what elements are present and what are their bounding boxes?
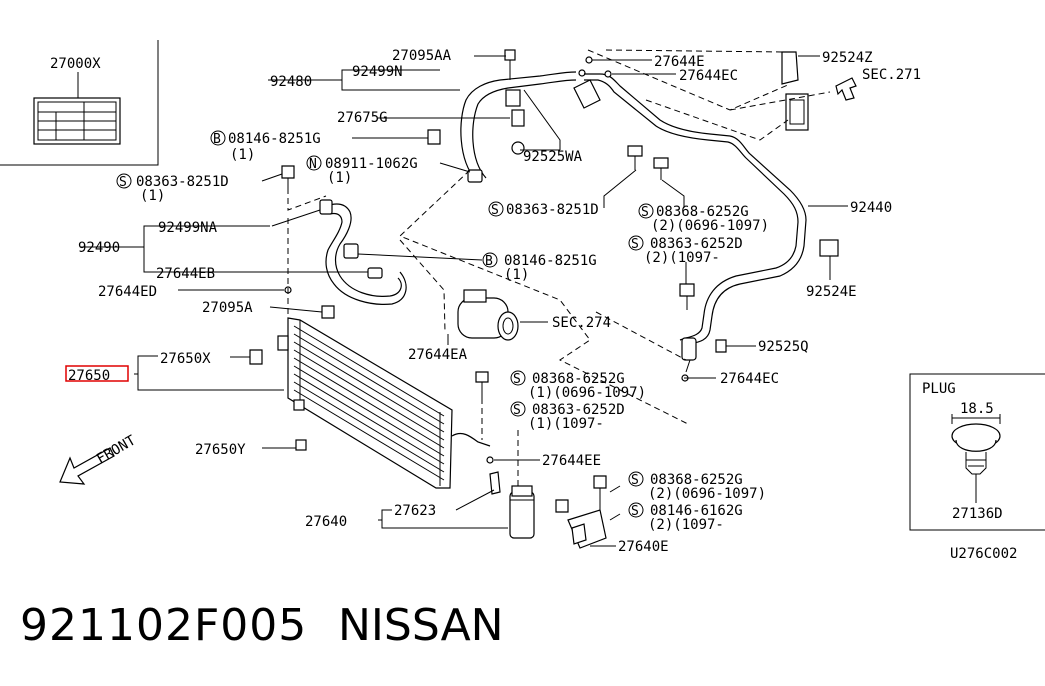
qty-1-a: (1) xyxy=(230,147,255,163)
qty-1-b: (1) xyxy=(327,170,352,186)
callout-27644EB: 27644EB xyxy=(156,266,215,282)
highlight-27650 xyxy=(65,365,129,382)
callout-92440: 92440 xyxy=(850,200,892,216)
qty-1-1097: (1)(1097- xyxy=(528,416,604,432)
front-label: FRONT xyxy=(94,432,139,467)
callout-27640: 27640 xyxy=(305,514,347,530)
callout-92525WA: 92525WA xyxy=(523,149,583,165)
bracket-27640E xyxy=(555,499,607,549)
callout-SEC274: SEC.274 xyxy=(552,315,611,331)
callout-08911-1062G: 08911-1062G xyxy=(325,156,418,172)
condenser-27650 xyxy=(277,317,491,489)
bolt-symbol-s-6252D-mid: S xyxy=(513,403,521,418)
qty-2-0696-1097-b: (2)(0696-1097) xyxy=(648,486,766,502)
switch-27623 xyxy=(489,471,501,495)
qty-2-0696-1097-a: (2)(0696-1097) xyxy=(651,218,769,234)
part-number: 921102F005 xyxy=(20,600,308,651)
compressor-sec274 xyxy=(457,289,548,341)
bolt-symbol-n: N xyxy=(309,157,317,172)
front-direction-arrow: FRONT xyxy=(59,432,139,485)
callout-27640E: 27640E xyxy=(618,539,669,555)
plug-title: PLUG xyxy=(922,381,956,397)
plug-dimension: 18.5 xyxy=(960,401,994,417)
callout-27644E: 27644E xyxy=(654,54,705,70)
bolt-symbol-s-left: S xyxy=(119,175,127,190)
callout-27644EC-top: 27644EC xyxy=(679,68,738,84)
bolt-symbol-b-mid: B xyxy=(485,254,493,269)
callout-08146-8251G-mid: 08146-8251G xyxy=(504,253,597,269)
callout-08368-6252G-top: 08368-6252G xyxy=(656,204,749,220)
hose-assembly-left xyxy=(319,199,407,305)
callout-92490: 92490 xyxy=(78,240,120,256)
callout-92499N: 92499N xyxy=(352,64,403,80)
inset-label-box: 27000X xyxy=(0,40,159,166)
callout-08363-8251D-left: 08363-8251D xyxy=(136,174,229,190)
front-arrow-icon xyxy=(59,447,115,485)
callout-27650X: 27650X xyxy=(160,351,211,367)
callout-92524Z: 92524Z xyxy=(822,50,873,66)
sec271-arrow-icon xyxy=(835,77,857,101)
qty-1-c: (1) xyxy=(140,188,165,204)
callout-92499NA: 92499NA xyxy=(158,220,218,236)
callout-27650: 27650 xyxy=(68,368,110,384)
grommet-sec271 xyxy=(785,93,809,131)
bolt-symbol-s-6252G-bot: S xyxy=(631,473,639,488)
callout-27095A: 27095A xyxy=(202,300,253,316)
callout-27136D: 27136D xyxy=(952,506,1003,522)
callout-08363-6252D-mid: 08363-6252D xyxy=(532,402,625,418)
bolt-symbol-s-6252G-mid: S xyxy=(513,372,521,387)
callout-92525Q: 92525Q xyxy=(758,339,809,355)
callout-08363-8251D-mid: 08363-8251D xyxy=(506,202,599,218)
callout-SEC271: SEC.271 xyxy=(862,67,921,83)
bolt-symbol-s-6162G: S xyxy=(631,504,639,519)
qty-1-0696-1097: (1)(0696-1097) xyxy=(528,385,646,401)
qty-2-1097-b: (2)(1097- xyxy=(648,517,724,533)
callout-92524E: 92524E xyxy=(806,284,857,300)
bolt-symbol-s-mid: S xyxy=(491,203,499,218)
callout-08146-6162G: 08146-6162G xyxy=(650,503,743,519)
bolt-symbol-s-6252D: S xyxy=(631,237,639,252)
figure-code: U276C002 xyxy=(950,546,1017,562)
callout-27644EC-mid: 27644EC xyxy=(720,371,779,387)
callout-08363-6252D-top: 08363-6252D xyxy=(650,236,743,252)
plug-inset-box: PLUG 18.5 27136D xyxy=(909,373,1045,531)
qty-2-1097-a: (2)(1097- xyxy=(644,250,720,266)
qty-1-d: (1) xyxy=(504,267,529,283)
callout-92480: 92480 xyxy=(270,74,312,90)
hose-assembly-top xyxy=(460,49,586,183)
callout-27623: 27623 xyxy=(394,503,436,519)
callout-27650Y: 27650Y xyxy=(195,442,246,458)
callout-08368-6252G-bot: 08368-6252G xyxy=(650,472,743,488)
clip-92524Z xyxy=(781,51,799,85)
clip-92524E xyxy=(819,239,839,257)
receiver-drier xyxy=(509,485,535,539)
brand-name: NISSAN xyxy=(338,600,504,651)
callout-27675G: 27675G xyxy=(337,110,388,126)
bolt-symbol-s-top: S xyxy=(641,205,649,220)
callout-08146-8251G-top: 08146-8251G xyxy=(228,131,321,147)
callout-27000X: 27000X xyxy=(50,56,101,72)
callout-27095AA: 27095AA xyxy=(392,48,452,64)
callout-08368-6252G-mid: 08368-6252G xyxy=(532,371,625,387)
callout-27644EE: 27644EE xyxy=(542,453,601,469)
pipe-assembly-92440 xyxy=(573,73,807,382)
callout-27644EA: 27644EA xyxy=(408,347,468,363)
callout-27644ED: 27644ED xyxy=(98,284,157,300)
bolt-symbol-b: B xyxy=(213,132,221,147)
